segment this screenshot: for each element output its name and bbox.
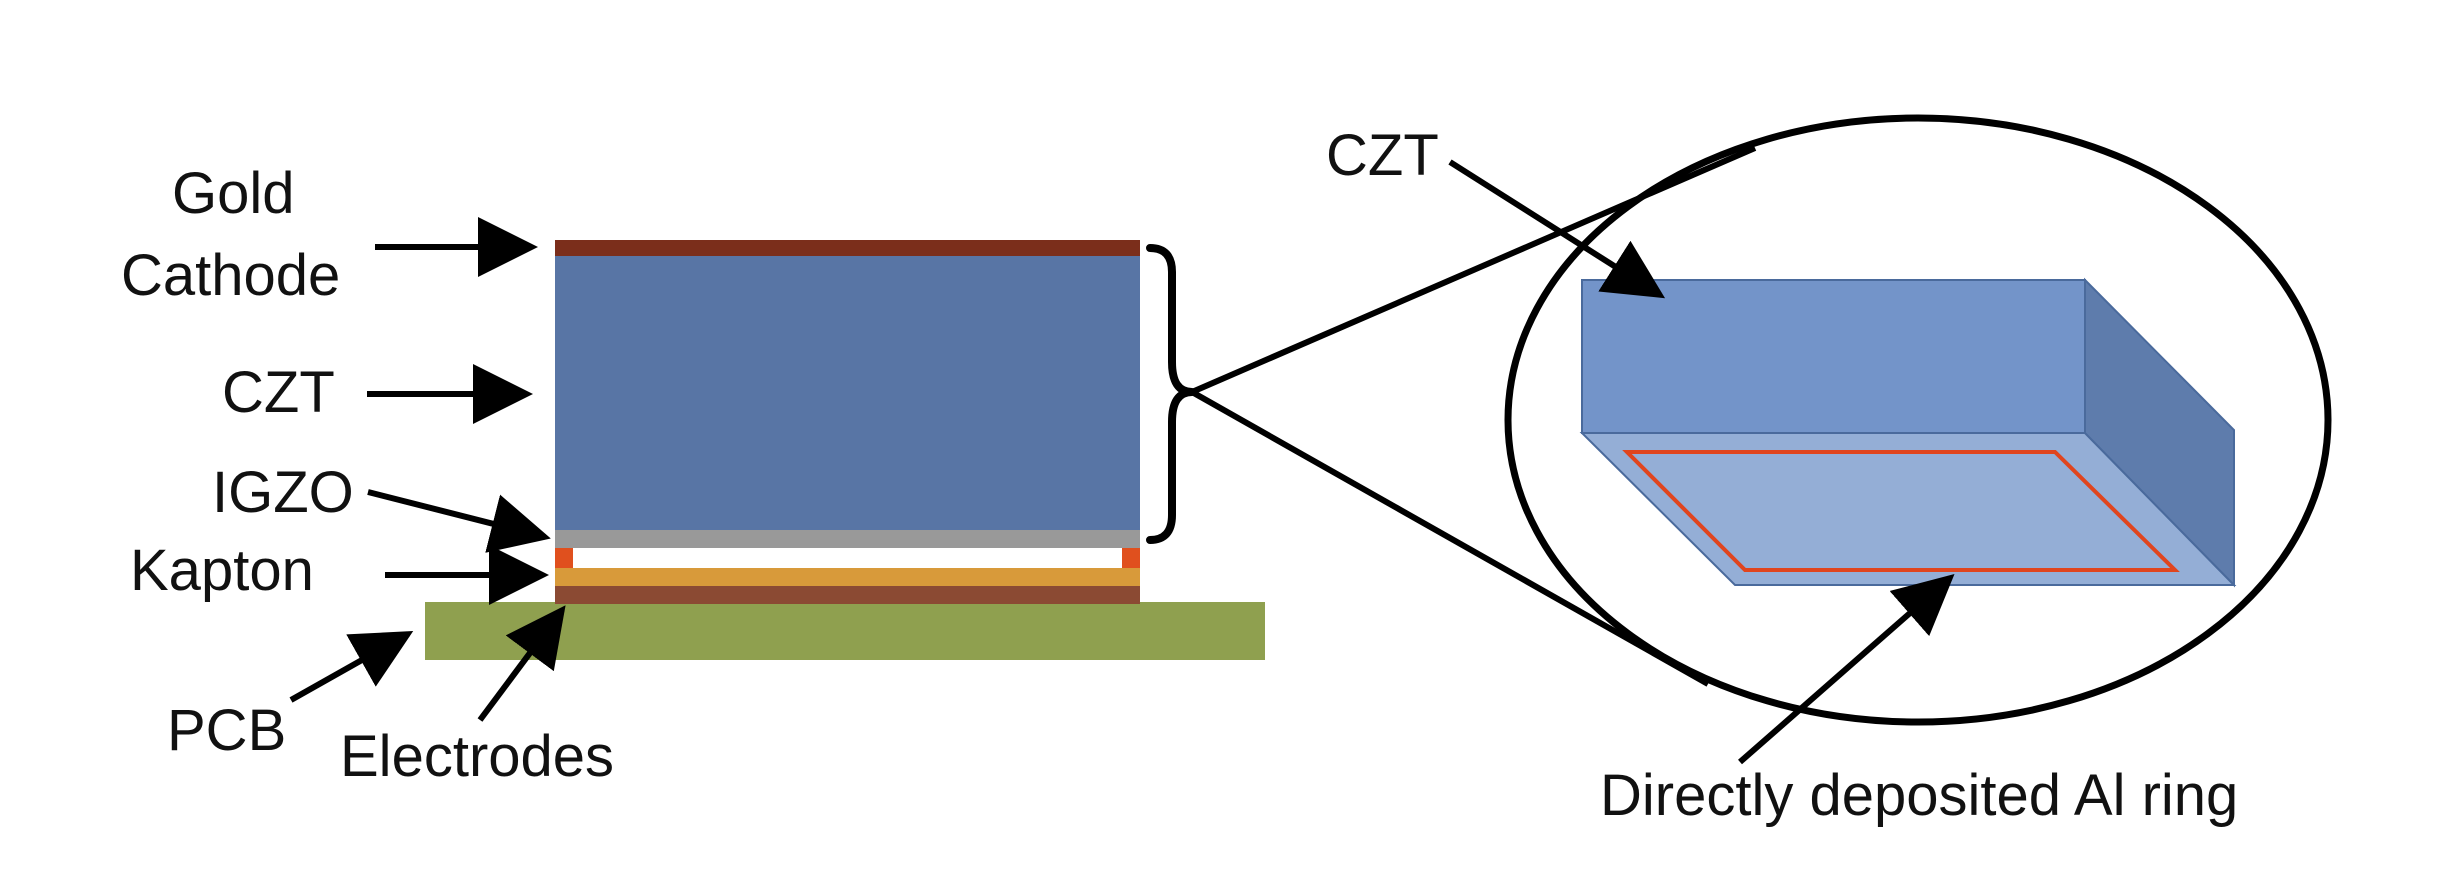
edge-electrode-left <box>555 548 573 568</box>
czt-layer <box>555 256 1140 530</box>
arrow-czt-right <box>1448 159 1666 299</box>
pcb-layer <box>425 602 1265 660</box>
gap-region <box>555 548 1140 568</box>
label-czt-right: CZT <box>1326 123 1439 188</box>
czt-block-top-face <box>1581 279 2086 434</box>
gold-cathode-layer <box>555 240 1140 256</box>
electrode-layer <box>555 586 1140 604</box>
kapton-layer <box>555 568 1140 586</box>
label-igzo: IGZO <box>212 460 354 525</box>
igzo-layer <box>555 530 1140 548</box>
curly-brace <box>1146 244 1196 544</box>
label-gold: Gold <box>172 161 295 226</box>
arrow-pcb <box>289 631 414 703</box>
zoom-line-upper <box>1190 145 1757 395</box>
arrow-electrodes <box>477 605 566 722</box>
zoom-line-lower <box>1190 389 1710 687</box>
label-czt-left: CZT <box>222 360 335 425</box>
edge-electrode-right <box>1122 548 1140 568</box>
zoom-ellipse <box>1504 114 2332 726</box>
label-al-ring: Directly deposited Al ring <box>1600 763 2238 828</box>
arrow-igzo <box>367 489 551 553</box>
label-kapton: Kapton <box>130 538 314 603</box>
arrow-al-ring <box>1738 574 1955 765</box>
label-cathode: Cathode <box>121 243 340 308</box>
label-electrodes: Electrodes <box>340 724 614 789</box>
al-ring <box>1622 450 2180 572</box>
label-pcb: PCB <box>167 698 286 763</box>
